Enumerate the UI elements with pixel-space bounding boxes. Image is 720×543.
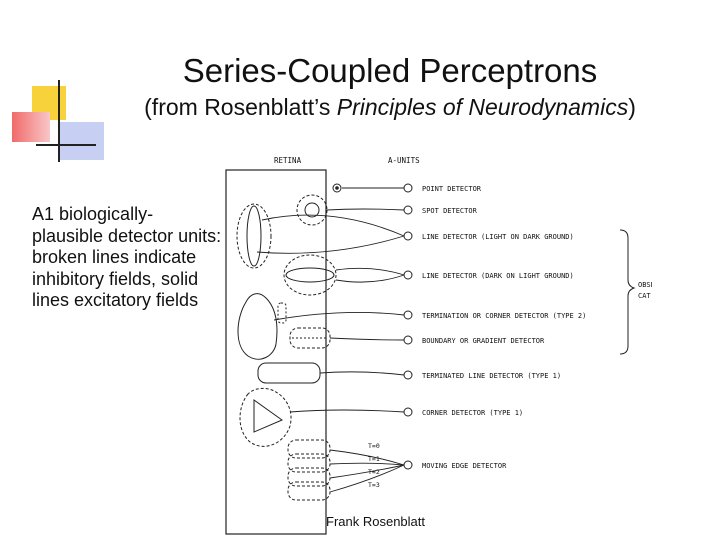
corner-field-inner: [253, 399, 284, 433]
subtitle-suffix: ): [628, 94, 636, 120]
detector-label: CORNER DETECTOR (TYPE 1): [422, 409, 523, 417]
corner-decoration: [0, 0, 104, 170]
detector-figure: RETINA A-UNITS: [212, 150, 684, 538]
time-label: T=2: [368, 468, 380, 476]
detector-diagram: RETINA A-UNITS: [225, 156, 684, 535]
spot-field-inner: [304, 202, 320, 218]
line-field-inner: [246, 205, 262, 267]
moving-edge-field-3: [287, 467, 331, 487]
connection-lines: [256, 187, 405, 493]
subtitle-prefix: (from Rosenblatt’s: [144, 94, 337, 120]
detector-label: LINE DETECTOR (LIGHT ON DARK GROUND): [422, 233, 574, 241]
time-label: T=3: [368, 481, 380, 489]
slide-title: Series-Coupled Perceptrons: [182, 52, 598, 89]
observed-label-line-2: CAT CORTEX: [638, 292, 652, 300]
slide-subtitle: (from Rosenblatt’s Principles of Neurody…: [60, 94, 720, 121]
spot-field-outer: [296, 194, 328, 226]
detector-label: MOVING EDGE DETECTOR: [422, 462, 507, 470]
blue-square: [60, 122, 104, 160]
moving-edge-field-2: [287, 453, 331, 473]
a-unit-nodes: [403, 183, 413, 470]
horizontal-rule: [36, 144, 96, 146]
detector-label: BOUNDARY OR GRADIENT DETECTOR: [422, 337, 545, 345]
observed-bracket: [619, 229, 636, 355]
pink-square: [12, 112, 50, 142]
termination-field: [237, 293, 278, 360]
credit-text: Frank Rosenblatt: [326, 514, 425, 529]
vertical-rule: [58, 80, 60, 162]
corner-field-outer: [239, 387, 292, 447]
time-label: T=0: [368, 442, 380, 450]
aunits-label: A-UNITS: [388, 156, 420, 165]
observed-label-line-1: OBSERVED IN: [638, 281, 652, 289]
line-field-outer: [236, 203, 272, 269]
time-label: T=1: [368, 455, 380, 463]
dark-line-field-inner: [285, 267, 335, 283]
terminated-line-field: [257, 362, 321, 384]
detector-label: TERMINATED LINE DETECTOR (TYPE 1): [422, 372, 561, 380]
detector-label: SPOT DETECTOR: [422, 207, 478, 215]
boundary-field: [289, 327, 331, 349]
caption-text: A1 biologically-plausible detector units…: [32, 204, 222, 310]
detector-label: TERMINATION OR CORNER DETECTOR (TYPE 2): [422, 312, 586, 320]
moving-edge-field-1: [287, 439, 331, 459]
retina-label: RETINA: [274, 156, 302, 165]
moving-edge-field-4: [287, 481, 331, 501]
receptive-fields: [236, 183, 342, 501]
detector-label: LINE DETECTOR (DARK ON LIGHT GROUND): [422, 272, 574, 280]
retina-frame: [225, 169, 327, 535]
detector-label: POINT DETECTOR: [422, 185, 482, 193]
point-field: [332, 183, 342, 193]
subtitle-book-title: Principles of Neurodynamics: [336, 94, 629, 120]
dark-line-field-outer: [283, 254, 337, 296]
